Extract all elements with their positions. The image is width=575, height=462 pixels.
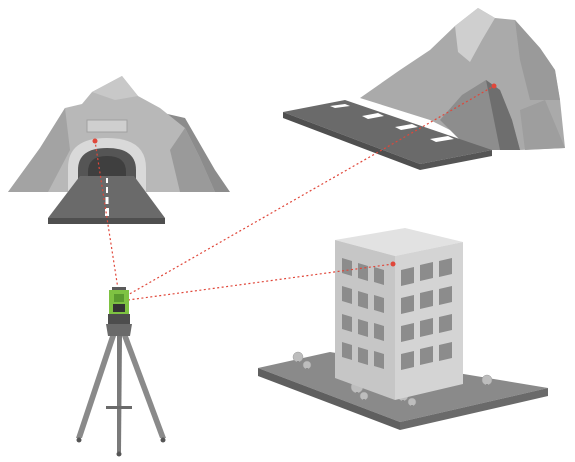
instrument-display bbox=[113, 304, 125, 312]
building-ground-edge-right bbox=[400, 388, 548, 430]
building-ground-edge bbox=[258, 368, 400, 430]
instrument-handle bbox=[112, 287, 126, 290]
tripod-leg-right bbox=[122, 336, 166, 438]
laser-lines bbox=[94, 85, 495, 301]
mountain-road-lane-markings bbox=[330, 104, 454, 142]
tunnel-road-edge bbox=[48, 218, 165, 224]
tripod-brace bbox=[106, 406, 132, 409]
mountain-road-edge-right bbox=[420, 150, 492, 170]
instrument-base bbox=[108, 314, 130, 324]
tunnel-sign-plate bbox=[86, 119, 128, 133]
tripod-leg-center bbox=[117, 336, 122, 452]
mountain-rock-light bbox=[455, 8, 495, 62]
tunnel-mountain-facet-left bbox=[8, 108, 70, 192]
tripod-head bbox=[106, 324, 132, 336]
total-station-icon bbox=[76, 287, 166, 457]
tripod bbox=[76, 324, 166, 457]
building-right-windows bbox=[401, 258, 452, 370]
tunnel-mountain bbox=[8, 76, 230, 224]
office-building-scene bbox=[258, 228, 548, 430]
laser-line-to-mountain bbox=[125, 85, 495, 297]
instrument-telescope bbox=[114, 294, 124, 302]
tripod-leg-left bbox=[76, 336, 116, 438]
mountain-road-scene bbox=[283, 8, 565, 170]
mountain-rock-shadow bbox=[486, 80, 520, 150]
mountain-rock-right bbox=[515, 20, 560, 100]
mountain-road-edge bbox=[283, 112, 420, 170]
mountain-road bbox=[283, 100, 492, 164]
tunnel-lane-markings bbox=[105, 178, 109, 216]
tunnel-mountain-facet-right bbox=[170, 128, 215, 192]
mountain-rock-back bbox=[360, 8, 565, 150]
mountain-rock-front-right bbox=[520, 100, 565, 150]
tunnel-mountain-ridge bbox=[92, 76, 138, 100]
building-roof bbox=[335, 228, 463, 256]
building-front-windows bbox=[342, 258, 384, 369]
